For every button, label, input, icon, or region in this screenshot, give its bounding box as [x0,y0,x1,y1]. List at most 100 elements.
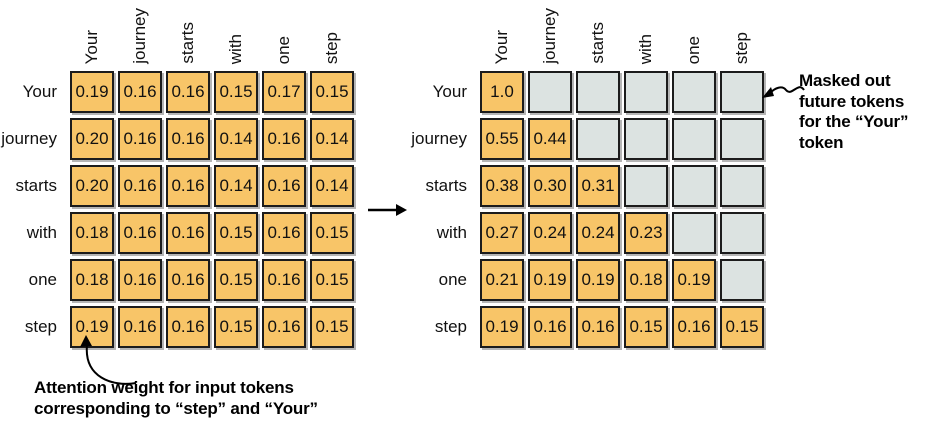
matrix-cell-starts-Your: 0.20 [70,165,114,207]
masked-cell-Your-journey [528,71,572,113]
masked-cell-with-step [720,212,764,254]
row-label-step: step [434,317,467,336]
column-header-one: one [672,2,716,66]
matrix-cell-with-step: 0.15 [310,212,354,254]
column-header-journey: journey [528,2,572,66]
matrix-cell-starts-with: 0.14 [214,165,258,207]
matrix-cell-starts-journey: 0.16 [118,165,162,207]
row-label-journey: journey [1,129,57,148]
column-header-label: starts [178,22,197,64]
masked-cell-starts-with [624,165,668,207]
masked-cell-journey-with [624,118,668,160]
row-label-starts: starts [15,176,57,195]
matrix-cell-with-Your: 0.18 [70,212,114,254]
matrix-cell-Your-one: 0.17 [262,71,306,113]
matrix-cell-journey-starts: 0.16 [166,118,210,160]
column-header-starts: starts [576,2,620,66]
matrix-cell-journey-one: 0.16 [262,118,306,160]
matrix-cell-one-starts: 0.16 [166,259,210,301]
matrix-cell-one-with: 0.15 [214,259,258,301]
matrix-corner [414,2,476,66]
matrix-cell-with-one: 0.16 [262,212,306,254]
masked-cell-Your-step [720,71,764,113]
column-header-label: step [322,31,341,64]
matrix-cell-one-journey: 0.16 [118,259,162,301]
matrix-cell-with-with: 0.23 [624,212,668,254]
matrix-cell-step-step: 0.15 [720,306,764,348]
masked-cell-journey-step [720,118,764,160]
masked-annotation-arrow [762,86,805,98]
matrix-cell-step-one: 0.16 [262,306,306,348]
matrix-cell-step-Your: 0.19 [480,306,524,348]
row-label-one: one [438,270,467,289]
column-header-starts: starts [166,2,210,66]
column-header-label: journey [130,8,149,64]
matrix-cell-starts-journey: 0.30 [528,165,572,207]
matrix-cell-step-with: 0.15 [214,306,258,348]
matrix-cell-with-starts: 0.16 [166,212,210,254]
matrix-cell-starts-one: 0.16 [262,165,306,207]
row-label-with: with [436,223,467,242]
transform-arrow [368,204,407,216]
attention-annotation-arrow [80,335,137,385]
column-header-one: one [262,2,306,66]
column-header-label: one [274,35,293,64]
matrix-cell-step-step: 0.15 [310,306,354,348]
row-label-with: with [26,223,57,242]
matrix-cell-one-step: 0.15 [310,259,354,301]
matrix-cell-step-with: 0.15 [624,306,668,348]
matrix-cell-Your-starts: 0.16 [166,71,210,113]
matrix-cell-starts-Your: 0.38 [480,165,524,207]
matrix-cell-one-one: 0.19 [672,259,716,301]
matrix-cell-step-one: 0.16 [672,306,716,348]
row-label-journey: journey [411,129,467,148]
masked-cell-with-one [672,212,716,254]
matrix-cell-Your-Your: 1.0 [480,71,524,113]
matrix-cell-step-journey: 0.16 [118,306,162,348]
column-header-label: step [732,31,751,64]
matrix-cell-journey-Your: 0.55 [480,118,524,160]
masked-cell-starts-step [720,165,764,207]
column-header-label: journey [540,8,559,64]
matrix-cell-one-Your: 0.21 [480,259,524,301]
column-header-journey: journey [118,2,162,66]
matrix-cell-starts-starts: 0.16 [166,165,210,207]
matrix-cell-with-journey: 0.24 [528,212,572,254]
row-label-one: one [28,270,57,289]
column-header-label: with [226,33,245,64]
row-label-Your: Your [22,82,57,101]
matrix-cell-with-with: 0.15 [214,212,258,254]
column-header-step: step [310,2,354,66]
column-header-Your: Your [70,2,114,66]
matrix-cell-step-journey: 0.16 [528,306,572,348]
column-header-label: with [636,33,655,64]
column-header-label: Your [82,29,101,64]
matrix-cell-one-with: 0.18 [624,259,668,301]
column-header-label: one [684,35,703,64]
matrix-cell-one-one: 0.16 [262,259,306,301]
matrix-cell-one-Your: 0.18 [70,259,114,301]
column-header-with: with [214,2,258,66]
matrix-cell-journey-step: 0.14 [310,118,354,160]
matrix-cell-one-starts: 0.19 [576,259,620,301]
column-header-with: with [624,2,668,66]
matrix-cell-Your-with: 0.15 [214,71,258,113]
column-header-label: starts [588,22,607,64]
matrix-cell-Your-Your: 0.19 [70,71,114,113]
matrix-cell-with-starts: 0.24 [576,212,620,254]
matrix-cell-Your-step: 0.15 [310,71,354,113]
attention-annotation: Attention weight for input tokens corres… [34,378,318,418]
masked-cell-journey-one [672,118,716,160]
masked-cell-journey-starts [576,118,620,160]
matrix-cell-Your-journey: 0.16 [118,71,162,113]
column-header-Your: Your [480,2,524,66]
matrix-cell-journey-Your: 0.20 [70,118,114,160]
matrix-cell-starts-starts: 0.31 [576,165,620,207]
masked-cell-Your-starts [576,71,620,113]
row-label-starts: starts [425,176,467,195]
masked-cell-starts-one [672,165,716,207]
matrix-cell-with-Your: 0.27 [480,212,524,254]
